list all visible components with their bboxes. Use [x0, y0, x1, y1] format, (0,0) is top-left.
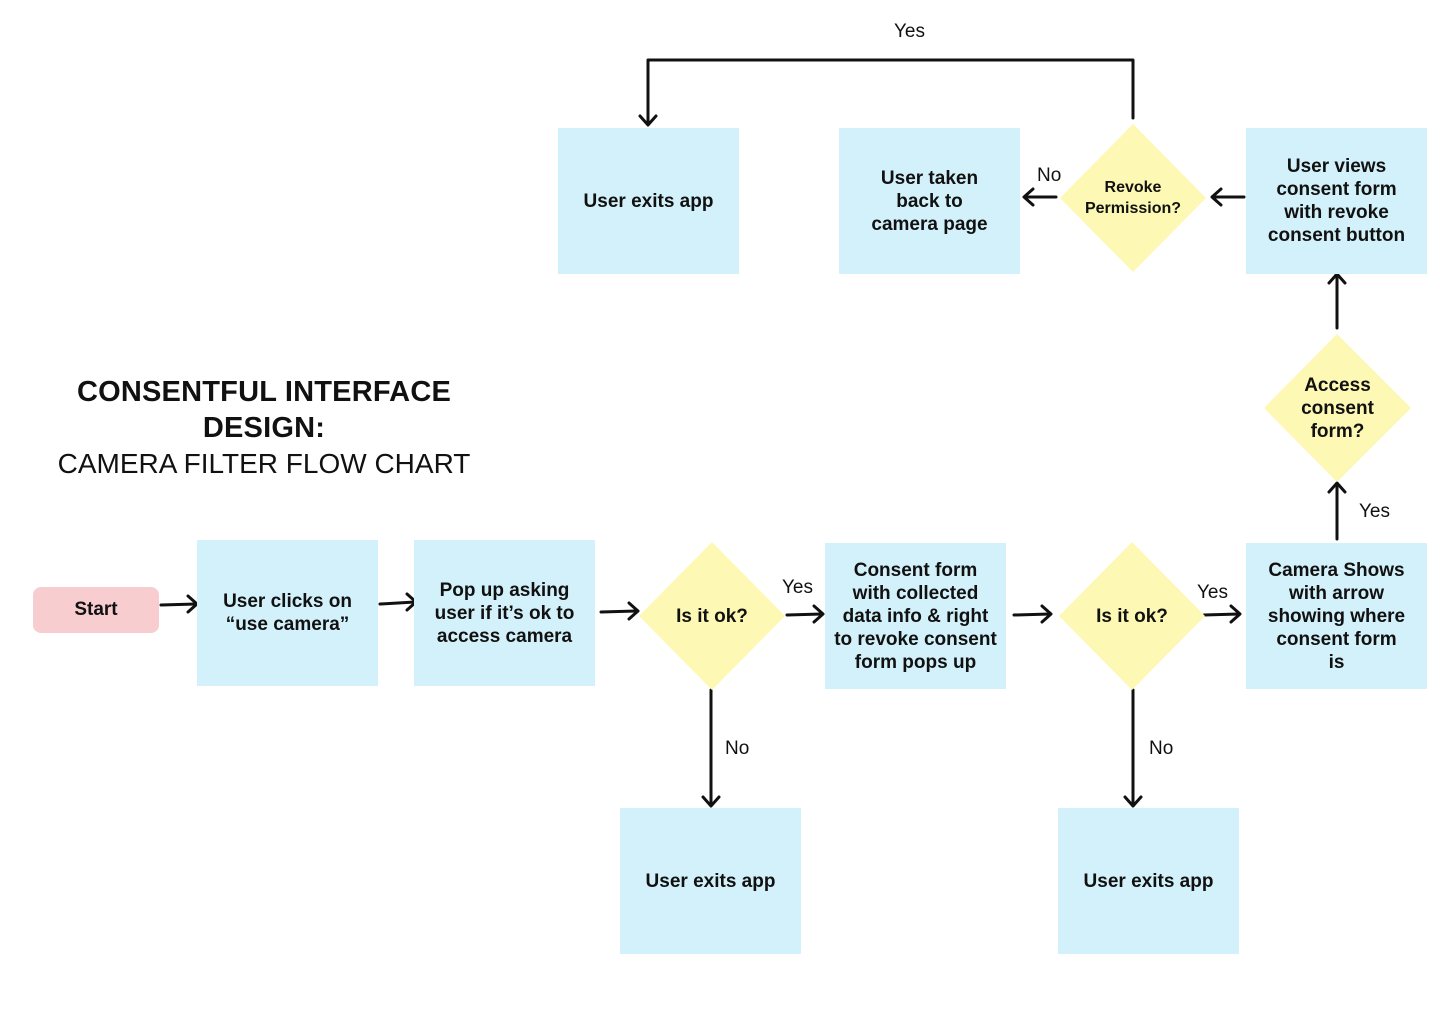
diamond-shape	[1264, 334, 1411, 482]
arrow-decision-2-to-exit-2	[1123, 688, 1143, 808]
chart-title: CONSENTFUL INTERFACE DESIGN: CAMERA FILT…	[14, 374, 514, 482]
edge-label-yes-revoke: Yes	[894, 21, 925, 42]
decision-line: consent	[1301, 397, 1374, 419]
node-line: consent form	[1276, 628, 1397, 650]
node-line: is	[1328, 651, 1345, 673]
edge-label-no-revoke: No	[1037, 165, 1062, 186]
node-line: consent form	[1276, 179, 1397, 200]
arrow-camera-shows-to-access	[1327, 481, 1347, 541]
node-line: back to	[896, 190, 963, 212]
arrow-revoke-to-exit-top	[638, 58, 1135, 127]
node-line: data info & right	[842, 605, 989, 627]
node-line: showing where	[1267, 605, 1406, 627]
process-user-views-consent-form: User views consent form with revoke cons…	[1246, 128, 1427, 274]
terminal-user-exits-top: User exits app	[558, 128, 739, 274]
edge-label-yes-1: Yes	[782, 577, 813, 598]
arrow-start-to-user-clicks	[159, 594, 199, 614]
node-label: User exits app	[583, 190, 714, 212]
node-line: Pop up asking	[439, 579, 570, 601]
node-line: consent button	[1267, 225, 1406, 246]
node-label: User exits app	[645, 870, 776, 892]
decision-revoke-permission: Revoke Permission?	[1060, 124, 1206, 272]
diamond-shape	[1060, 124, 1206, 272]
decision-is-it-ok-2: Is it ok?	[1059, 542, 1205, 690]
decision-label: Is it ok?	[676, 605, 748, 627]
edge-label-yes-access: Yes	[1359, 501, 1390, 522]
node-line: User clicks on	[223, 591, 352, 612]
node-line: to revoke consent	[834, 628, 997, 650]
decision-line: form?	[1310, 420, 1365, 442]
process-user-taken-back: User taken back to camera page	[839, 128, 1020, 274]
node-label: User exits app	[1083, 870, 1214, 892]
decision-line: Permission?	[1084, 200, 1182, 217]
start-label: Start	[74, 599, 118, 620]
process-camera-shows-arrow: Camera Shows with arrow showing where co…	[1246, 543, 1427, 689]
node-line: “use camera”	[225, 614, 350, 635]
arrow-access-to-user-views	[1327, 272, 1347, 330]
decision-label: Is it ok?	[1096, 605, 1168, 627]
node-line: form pops up	[854, 651, 977, 673]
arrow-revoke-to-taken-back	[1022, 187, 1058, 207]
arrow-decision-1-to-consent-form	[785, 604, 825, 624]
diamond-shape	[1059, 542, 1205, 690]
node-line: Camera Shows	[1268, 559, 1405, 581]
arrow-user-clicks-to-popup	[378, 592, 418, 612]
chart-title-line1: CONSENTFUL INTERFACE DESIGN:	[76, 376, 452, 444]
decision-line: Access	[1304, 374, 1371, 396]
arrow-user-views-to-revoke	[1210, 187, 1246, 207]
node-line: User views	[1286, 156, 1387, 177]
start-node: Start	[33, 587, 159, 633]
node-line: Consent form	[853, 559, 978, 581]
arrow-decision-2-to-camera-shows	[1202, 604, 1242, 624]
node-line: access camera	[436, 625, 573, 647]
process-user-clicks-camera: User clicks on “use camera”	[197, 540, 378, 686]
diamond-shape	[639, 542, 785, 690]
arrow-popup-to-decision-1	[599, 601, 640, 621]
node-line: with arrow	[1288, 582, 1384, 604]
node-line: user if it’s ok to	[434, 602, 575, 624]
decision-access-consent-form: Access consent form?	[1264, 334, 1411, 482]
node-line: camera page	[871, 213, 988, 235]
edge-label-yes-2: Yes	[1197, 582, 1228, 603]
chart-title-line2: CAMERA FILTER FLOW CHART	[57, 448, 471, 479]
node-line: with revoke	[1284, 202, 1389, 223]
terminal-user-exits-2: User exits app	[1058, 808, 1239, 954]
edge-label-no-1: No	[725, 738, 750, 759]
decision-line: Revoke	[1104, 179, 1162, 196]
arrow-consent-form-to-decision-2	[1012, 604, 1053, 624]
process-popup-permission: Pop up asking user if it’s ok to access …	[414, 540, 595, 686]
node-line: with collected	[852, 582, 979, 604]
arrow-decision-1-to-exit-1	[701, 688, 721, 808]
decision-is-it-ok-1: Is it ok?	[639, 542, 785, 690]
process-consent-form-popup: Consent form with collected data info & …	[825, 543, 1006, 689]
terminal-user-exits-1: User exits app	[620, 808, 801, 954]
edge-label-no-2: No	[1149, 738, 1174, 759]
node-line: User taken	[880, 167, 979, 189]
